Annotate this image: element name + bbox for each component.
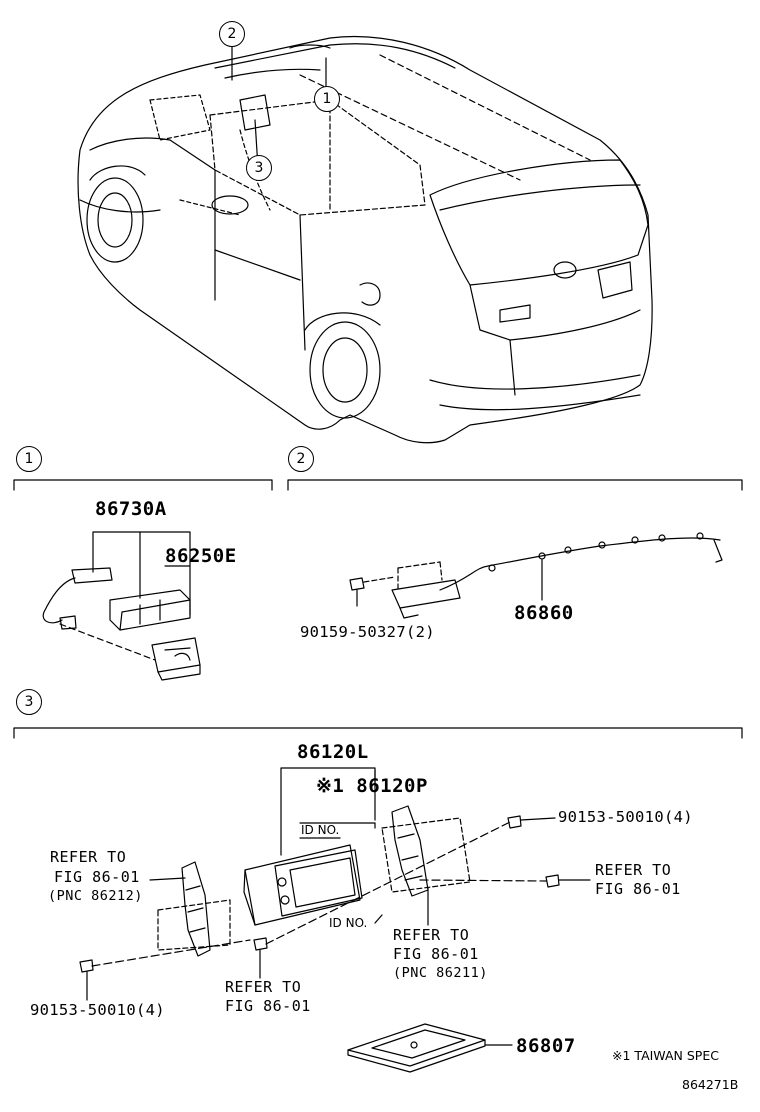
part-number-86807: 86807 — [516, 1035, 576, 1057]
refer-to-right-top-line1: REFER TO — [595, 861, 672, 879]
vehicle-illustration — [77, 35, 653, 444]
callout-1-vehicle: 1 — [314, 86, 340, 112]
refer-to-left-line2: FIG 86-01 — [54, 868, 140, 886]
id-no-label-bottom: ID NO. — [329, 916, 368, 930]
bolt-90159-50327: 90159-50327(2) — [300, 623, 435, 641]
refer-to-right-top-line2: FIG 86-01 — [595, 880, 681, 898]
taiwan-spec-note: ※1 TAIWAN SPEC — [612, 1048, 719, 1063]
part-number-86120L: 86120L — [297, 741, 369, 763]
part-number-86250E: 86250E — [165, 545, 237, 567]
callout-2-vehicle: 2 — [219, 21, 245, 47]
section3-drawing — [79, 767, 591, 1073]
callout-2-section: 2 — [288, 446, 314, 472]
callout-3-section: 3 — [16, 689, 42, 715]
id-no-label-top: ID NO. — [301, 823, 340, 837]
section1-drawing — [42, 531, 201, 681]
bolt-90153-50010-right: 90153-50010(4) — [558, 808, 693, 826]
refer-to-right-bottom-line3: (PNC 86211) — [393, 965, 488, 981]
refer-to-bottom-line1: REFER TO — [225, 978, 302, 996]
section2-drawing — [349, 532, 723, 619]
refer-to-left-line3: (PNC 86212) — [48, 888, 143, 904]
callout-3-vehicle: 3 — [246, 155, 272, 181]
bolt-90153-50010-left: 90153-50010(4) — [30, 1001, 165, 1019]
part-number-86860: 86860 — [514, 602, 574, 624]
part-number-86120P: ※1 86120P — [316, 775, 428, 797]
part-number-86730A: 86730A — [95, 498, 167, 520]
refer-to-right-bottom-line2: FIG 86-01 — [393, 945, 479, 963]
refer-to-left-line1: REFER TO — [50, 848, 127, 866]
refer-to-bottom-line2: FIG 86-01 — [225, 997, 311, 1015]
callout-1-section: 1 — [16, 446, 42, 472]
refer-to-right-bottom-line1: REFER TO — [393, 926, 470, 944]
figure-code: 864271B — [682, 1077, 739, 1092]
